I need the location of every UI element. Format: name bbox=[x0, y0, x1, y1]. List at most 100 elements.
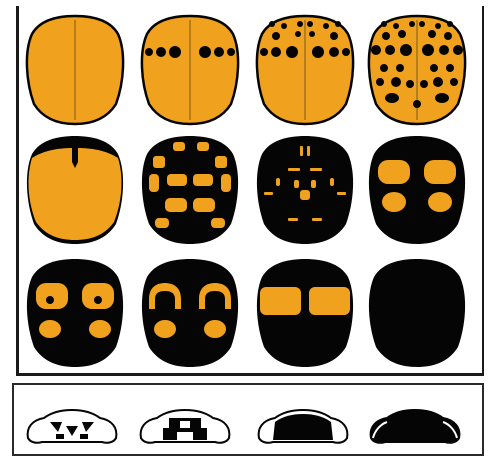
black-spot bbox=[269, 21, 275, 27]
orange-dash bbox=[288, 218, 298, 221]
black-spot bbox=[272, 32, 280, 40]
orange-patch bbox=[89, 320, 111, 338]
dark-mark bbox=[80, 434, 88, 439]
orange-dash bbox=[300, 146, 303, 156]
orange-patch bbox=[428, 192, 452, 212]
black-spot bbox=[309, 31, 315, 37]
black-spot bbox=[435, 23, 441, 29]
black-spot bbox=[145, 48, 153, 56]
black-spot bbox=[227, 48, 235, 56]
orange-patch bbox=[382, 192, 406, 212]
black-spot bbox=[413, 100, 421, 108]
elytra-morph-many-small-spots bbox=[250, 12, 360, 127]
pronotum-morph-white-with-dark-marks bbox=[22, 408, 122, 446]
orange-patch bbox=[378, 160, 410, 184]
orange-dash bbox=[337, 192, 346, 195]
black-spot bbox=[169, 46, 181, 58]
black-spot bbox=[420, 80, 428, 88]
black-spot bbox=[439, 45, 449, 55]
black-spot bbox=[376, 78, 384, 86]
black-spot bbox=[396, 64, 404, 72]
orange-blotch bbox=[167, 174, 187, 186]
black-spot bbox=[156, 47, 166, 57]
black-spot bbox=[433, 77, 443, 87]
orange-blotch bbox=[193, 174, 213, 186]
orange-bar bbox=[309, 287, 350, 315]
black-spot bbox=[447, 21, 453, 27]
black-spot bbox=[94, 296, 102, 304]
black-spot bbox=[430, 64, 438, 72]
black-spot bbox=[422, 44, 434, 56]
elytra-morph-two-patches-with-hooks bbox=[135, 255, 245, 370]
white-window bbox=[180, 421, 190, 428]
black-spot bbox=[446, 64, 454, 72]
black-spot bbox=[444, 32, 452, 40]
orange-dash bbox=[294, 180, 299, 188]
elytra-morph-orange-dashes bbox=[250, 132, 360, 247]
dark-mark bbox=[56, 434, 64, 439]
orange-dash bbox=[330, 178, 334, 186]
black-spot bbox=[286, 46, 298, 58]
elytra-morph-all-black bbox=[362, 255, 472, 370]
black-spot bbox=[428, 30, 436, 38]
black-spot bbox=[199, 46, 211, 58]
orange-blotch bbox=[149, 174, 159, 192]
pronotum-morph-white-with-center-bar bbox=[135, 408, 235, 446]
elytra-morph-six-spots bbox=[135, 12, 245, 127]
orange-blotch bbox=[193, 198, 215, 212]
orange-blotch bbox=[221, 174, 231, 192]
black-spot bbox=[271, 47, 281, 57]
orange-blotch bbox=[211, 218, 225, 228]
black-spot bbox=[393, 23, 399, 29]
orange-blotch bbox=[215, 156, 227, 168]
elytra-morph-dense-spots bbox=[362, 12, 472, 127]
orange-dash bbox=[311, 180, 316, 188]
orange-dash bbox=[276, 178, 280, 186]
orange-dash bbox=[310, 168, 322, 171]
pronotum-outline bbox=[371, 410, 460, 443]
orange-patch bbox=[154, 320, 176, 338]
black-spot bbox=[380, 64, 388, 72]
black-spot bbox=[406, 80, 414, 88]
orange-dash bbox=[312, 218, 322, 221]
black-spot bbox=[307, 21, 313, 27]
black-spot bbox=[371, 45, 381, 55]
black-spot bbox=[329, 47, 339, 57]
black-spot bbox=[312, 46, 324, 58]
elytra-morph-black-shoulders bbox=[20, 132, 130, 247]
black-spot bbox=[46, 296, 54, 304]
black-spot bbox=[453, 45, 463, 55]
elytra-body bbox=[27, 259, 123, 367]
black-spot bbox=[391, 77, 401, 87]
elytra-body bbox=[369, 136, 465, 244]
orange-blotch bbox=[197, 142, 209, 151]
black-spot bbox=[409, 21, 415, 27]
black-spot bbox=[295, 31, 301, 37]
orange-dash bbox=[300, 190, 310, 200]
orange-dash bbox=[288, 168, 300, 171]
black-spot bbox=[335, 21, 341, 27]
orange-dash bbox=[264, 192, 273, 195]
black-spot bbox=[435, 93, 449, 103]
black-spot bbox=[330, 32, 338, 40]
orange-blotch bbox=[165, 198, 187, 212]
pronotum-morph-black-with-white-edge bbox=[365, 408, 465, 446]
black-spot bbox=[323, 23, 329, 29]
elytra-morph-two-bars bbox=[250, 255, 360, 370]
black-spot bbox=[419, 21, 425, 27]
black-spot bbox=[297, 21, 303, 27]
black-spot bbox=[381, 21, 387, 27]
orange-blotch bbox=[155, 218, 169, 228]
elytra-morph-orange-blotches bbox=[135, 132, 245, 247]
orange-patch bbox=[39, 320, 61, 338]
black-spot bbox=[260, 48, 268, 56]
black-spot bbox=[342, 48, 350, 56]
elytra-body bbox=[369, 259, 465, 367]
black-spot bbox=[382, 32, 390, 40]
orange-dash bbox=[307, 146, 310, 156]
black-spot bbox=[385, 45, 395, 55]
elytra-body bbox=[142, 259, 238, 367]
orange-patch bbox=[204, 320, 226, 338]
orange-patch bbox=[424, 160, 456, 184]
elytra-morph-four-orange-patches bbox=[362, 132, 472, 247]
